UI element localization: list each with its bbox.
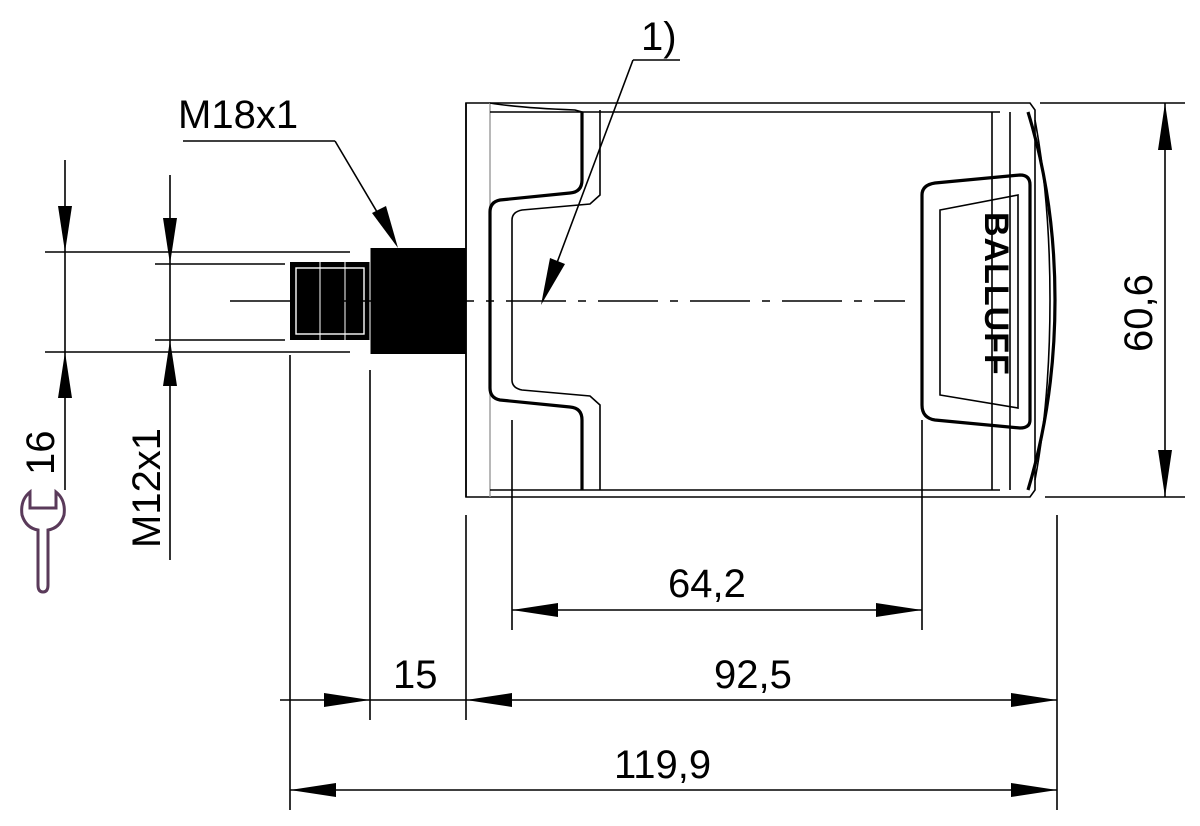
dim-15-92-5: 15 92,5	[280, 653, 1057, 707]
dim-label-64-2: 64,2	[668, 562, 746, 606]
leader-note-1: 1)	[541, 15, 680, 305]
dim-119-9: 119,9	[290, 743, 1057, 797]
extension-lines	[45, 102, 1185, 810]
dim-m12: M12x1	[125, 175, 177, 560]
label-m18: M18x1	[178, 93, 298, 137]
dim-label-92-5: 92,5	[714, 653, 792, 697]
dim-height: 60,6	[1117, 103, 1172, 497]
dim-wrench-size: 16	[19, 160, 72, 490]
sensor-housing: BALLUFF	[465, 102, 1057, 498]
dim-label-16: 16	[19, 431, 63, 476]
dim-label-119-9: 119,9	[614, 743, 711, 787]
leader-m18: M18x1	[178, 93, 398, 248]
dim-label-15: 15	[393, 653, 438, 697]
dim-label-m12: M12x1	[125, 428, 169, 548]
dim-64-2: 64,2	[512, 562, 922, 617]
label-note-1: 1)	[641, 15, 677, 59]
brand-logo: BALLUFF	[977, 212, 1015, 376]
open-end-wrench-icon	[20, 488, 66, 594]
dim-label-60-6: 60,6	[1117, 274, 1161, 352]
